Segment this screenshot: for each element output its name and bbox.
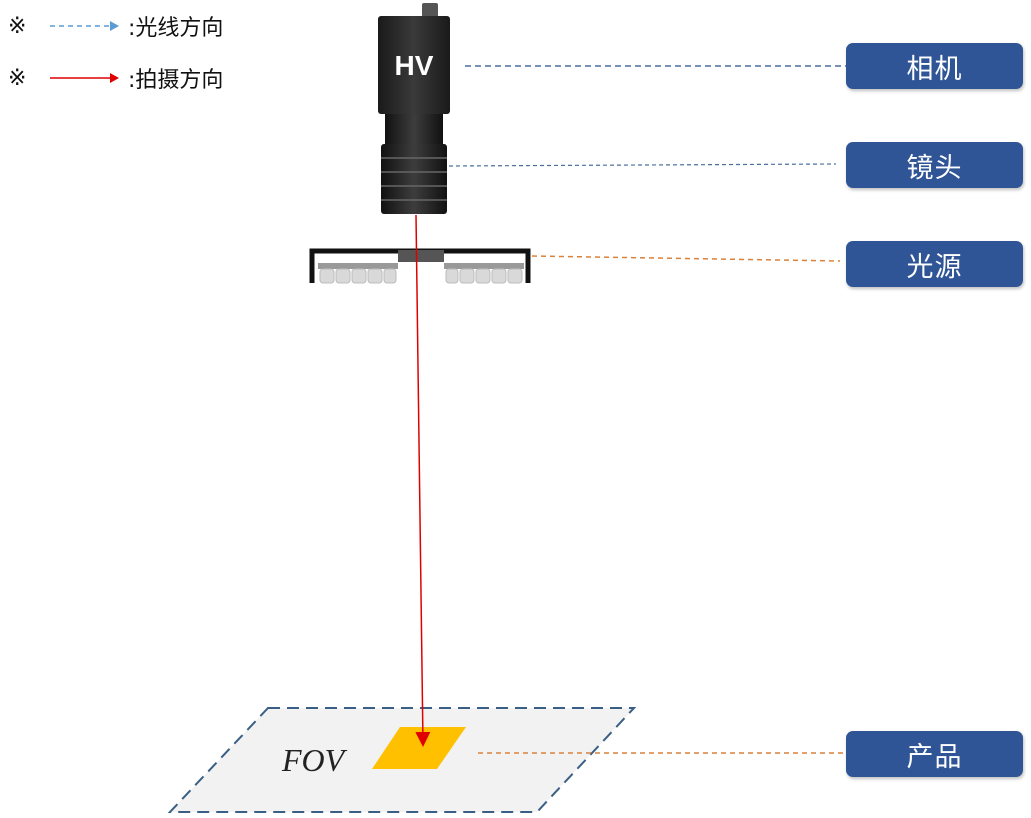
camera-label: 相机 (846, 43, 1023, 89)
camera-body (378, 16, 450, 114)
camera-connector (422, 3, 438, 17)
light-source-label: 光源 (846, 241, 1023, 287)
reference-mark-icon: ※ (8, 65, 27, 91)
legend-shooting-direction: ※ :拍摄方向 (8, 62, 223, 94)
light-source (309, 248, 531, 284)
legend-light-direction-label: :光线方向 (128, 16, 224, 41)
legend-shooting-direction-label: :拍摄方向 (128, 68, 224, 93)
product-shape (372, 727, 466, 769)
shooting-direction-line (415, 214, 431, 747)
camera-brand-label: HV (394, 50, 434, 81)
lens-leader-line (448, 163, 837, 167)
fov-label: FOV (282, 742, 345, 778)
light-leader-line (531, 255, 841, 262)
reference-mark-icon: ※ (8, 13, 27, 39)
product-label: 产品 (846, 731, 1023, 777)
lens (381, 114, 447, 214)
dashed-arrow-icon (50, 21, 119, 31)
legend-light-direction: ※ :光线方向 (8, 10, 223, 42)
solid-arrow-icon (50, 73, 119, 83)
lens-label: 镜头 (846, 142, 1023, 188)
